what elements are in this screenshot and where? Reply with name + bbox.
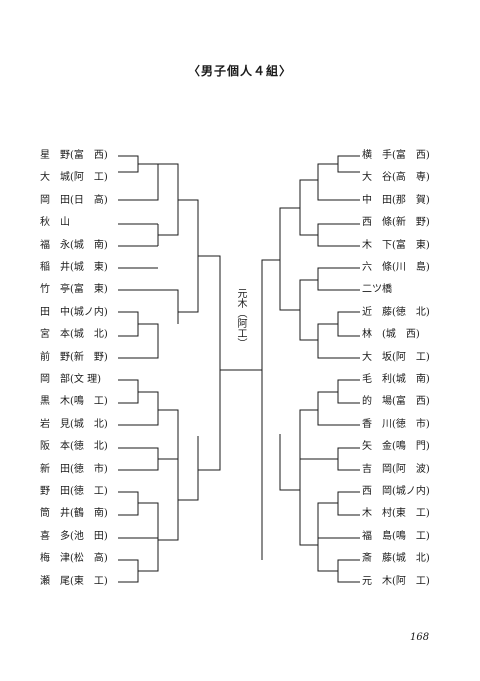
left-player-name: 宮 本(城 北) (40, 329, 108, 341)
left-player-name: 喜 多(池 田) (40, 530, 108, 542)
bracket-line (118, 391, 159, 426)
page-title: 〈男子個人４組〉 (187, 64, 292, 78)
bracket-line (337, 559, 360, 583)
left-player-name: 岡 田(日 高) (40, 194, 108, 206)
bracket-line (158, 289, 179, 324)
right-player-name: 六 條(川 島) (362, 262, 430, 273)
left-player-name: 岩 見(城 北) (40, 418, 108, 430)
bracket-line (178, 199, 199, 313)
bracket-line (299, 409, 338, 460)
bracket-line (118, 491, 139, 516)
left-player-name: 大 城(阿 工) (40, 172, 108, 184)
left-player-name: 阪 本(徳 北) (40, 441, 108, 453)
bracket-line (317, 521, 338, 572)
bracket-line (317, 267, 360, 291)
bracket-line (178, 436, 199, 501)
bracket-line (279, 207, 300, 311)
bracket-line (317, 323, 360, 359)
bracket-line (158, 459, 179, 541)
right-player-name: 二ツ橋 (362, 284, 392, 296)
left-player-name: 竹 亭(富 東) (40, 284, 108, 296)
left-player-name: 瀬 尾(東 工) (40, 575, 108, 587)
bracket-line (138, 521, 159, 572)
left-player-name: 黒 木(鳴 工) (40, 396, 108, 408)
left-player-name: 梅 津(松 高) (40, 553, 108, 565)
winner-label: 元木（阿工） (235, 288, 246, 348)
right-player-name: 福 島(鳴 工) (362, 530, 430, 542)
bracket-line (317, 502, 360, 539)
right-player-name: 中 田(那 賀) (362, 194, 430, 206)
left-player-name: 前 野(新 野) (40, 351, 108, 363)
right-player-name: 大 谷(高 専) (362, 172, 430, 184)
bracket-line (118, 323, 159, 359)
left-player-name: 稲 井(城 東) (40, 262, 108, 273)
bracket-line (337, 311, 360, 337)
right-player-name: 近 藤(徳 北) (362, 306, 430, 318)
right-player-name: 吉 岡(阿 波) (362, 463, 430, 475)
bracket-line (337, 491, 360, 516)
bracket-line (118, 311, 139, 337)
bracket-line (299, 436, 318, 546)
left-player-name: 野 田(徳 工) (40, 486, 108, 497)
left-player-name: 筒 井(鶴 南) (40, 508, 108, 520)
bracket-line (118, 559, 139, 583)
right-player-name: 毛 利(城 南) (362, 374, 430, 385)
bracket-line (118, 155, 139, 173)
bracket-line (158, 409, 179, 460)
right-player-name: 元 木(阿 工) (362, 575, 430, 587)
left-player-name: 福 永(城 南) (40, 239, 108, 251)
left-player-name: 新 田(徳 市) (40, 463, 108, 475)
left-player-name: 田 中(城ノ内) (40, 306, 108, 318)
right-player-name: 西 條(新 野) (362, 217, 430, 229)
right-player-name: 横 手(富 西) (362, 150, 430, 161)
bracket-line (337, 155, 360, 173)
bracket-line (317, 391, 360, 426)
bracket-line (198, 370, 221, 471)
right-player-name: 的 場(富 西) (362, 396, 430, 408)
bracket-line (299, 179, 318, 236)
bracket-line (158, 163, 179, 236)
bracket-line (337, 379, 360, 404)
right-player-name: 木 村(東 工) (362, 508, 430, 520)
bracket-line (317, 163, 360, 201)
right-player-name: 大 坂(阿 工) (362, 351, 430, 363)
bracket-line (279, 434, 300, 491)
bracket-line (118, 379, 139, 404)
bracket-line (299, 279, 318, 341)
bracket-line (337, 447, 360, 471)
page-number: 168 (410, 632, 430, 643)
bracket-line (317, 223, 360, 247)
right-player-name: 林 (城 西) (362, 329, 420, 341)
bracket-line (198, 255, 221, 370)
right-player-name: 木 下(富 東) (362, 239, 430, 251)
bracket-line (261, 259, 280, 560)
right-player-name: 香 川(徳 市) (362, 418, 430, 430)
left-player-name: 星 野(富 西) (40, 150, 108, 161)
bracket-line (118, 502, 159, 539)
right-player-name: 斎 藤(城 北) (362, 553, 430, 565)
bracket-line (118, 447, 159, 471)
bracket-line (118, 163, 159, 201)
right-player-name: 矢 金(鳴 門) (362, 441, 430, 453)
right-player-name: 西 岡(城ノ内) (362, 486, 430, 497)
left-player-name: 岡 部(文 理) (40, 374, 101, 385)
left-player-name: 秋 山 (40, 217, 70, 229)
